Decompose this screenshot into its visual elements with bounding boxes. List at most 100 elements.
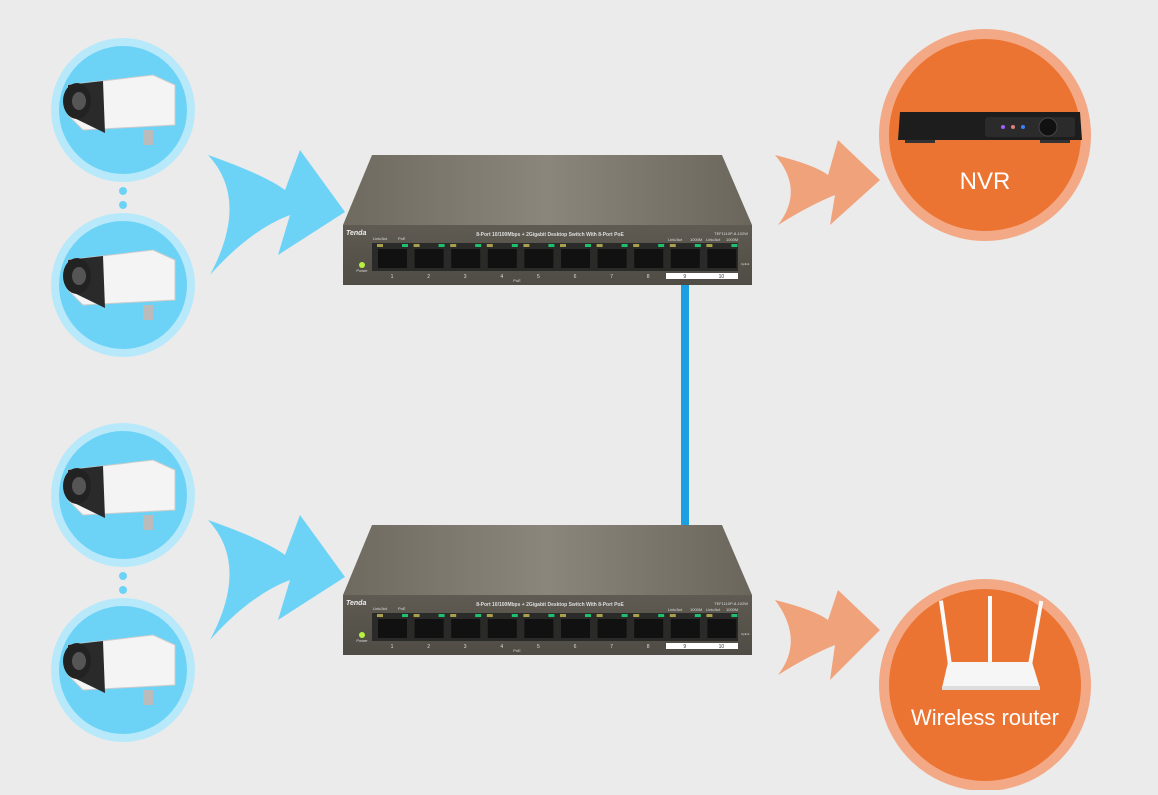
link-act-label: Link/Act <box>668 237 683 242</box>
link-led <box>413 244 420 247</box>
ethernet-port <box>378 249 407 268</box>
ethernet-port <box>597 249 627 268</box>
port-number: 4 <box>500 644 503 650</box>
link-led <box>633 614 640 617</box>
link-led <box>377 614 383 617</box>
port-number: 9 <box>683 644 686 650</box>
router-device-icon <box>938 596 1044 690</box>
status-led <box>658 614 665 617</box>
port-number: 5 <box>537 274 540 280</box>
link-led <box>560 614 566 617</box>
ethernet-port <box>561 249 590 268</box>
ethernet-port <box>414 619 444 638</box>
ethernet-port <box>634 619 664 638</box>
arrow-right-icon <box>208 150 345 275</box>
uplink-label: Uplink <box>741 632 750 636</box>
poe-group-label: PoE <box>513 648 521 653</box>
link-act-label: Link/Act <box>373 606 388 611</box>
port-number: 2 <box>427 644 430 650</box>
port-number: 10 <box>719 274 725 280</box>
arrow-right-icon <box>208 515 345 640</box>
status-led <box>548 614 555 617</box>
gigabit-label-bar <box>666 643 738 649</box>
status-led <box>585 614 591 617</box>
switch-title: 8-Port 10/100Mbps + 2Gigabit Desktop Swi… <box>476 232 624 238</box>
port-number: 6 <box>574 274 577 280</box>
port-number: 6 <box>574 644 577 650</box>
port-number: 7 <box>610 644 613 650</box>
port-number: 2 <box>427 274 430 280</box>
ethernet-port <box>634 249 664 268</box>
model-label: TEF1110P-8-102W <box>714 231 748 236</box>
status-led <box>694 614 701 617</box>
port-number: 7 <box>610 274 613 280</box>
status-led <box>475 244 482 247</box>
link-act-label: Link/Act <box>706 237 721 242</box>
link-led <box>486 244 493 247</box>
link-led <box>523 614 530 617</box>
ethernet-port <box>487 249 517 268</box>
ethernet-port <box>524 619 554 638</box>
ethernet-port <box>707 249 737 268</box>
link-led <box>523 244 530 247</box>
nvr-device-icon <box>898 112 1082 143</box>
status-led <box>731 614 738 617</box>
link-act-label: Link/Act <box>373 236 388 241</box>
link-led <box>450 614 457 617</box>
status-led <box>731 244 738 247</box>
model-label: TEF1110P-8-102W <box>714 601 748 606</box>
port-number: 9 <box>683 274 686 280</box>
link-led <box>669 244 676 247</box>
poe-group-label: PoE <box>513 278 521 283</box>
link-act-label: Link/Act <box>706 607 721 612</box>
ethernet-port <box>487 619 517 638</box>
ethernet-port <box>414 249 444 268</box>
link-act-label: Link/Act <box>668 607 683 612</box>
uplink-cable <box>681 285 689 525</box>
link-led <box>377 244 383 247</box>
ethernet-port <box>524 249 554 268</box>
link-led <box>596 614 603 617</box>
speed-label: 1000M <box>726 607 738 612</box>
power-led <box>359 632 365 638</box>
port-number: 3 <box>464 274 467 280</box>
link-led <box>486 614 493 617</box>
poe-label: PoE <box>398 606 406 611</box>
port-number: 4 <box>500 274 503 280</box>
status-led <box>402 614 408 617</box>
ethernet-port <box>451 619 481 638</box>
poe-switch-top: Tenda 8-Port 10/100Mbps + 2Gigabit Deskto… <box>343 155 752 285</box>
link-led <box>596 244 603 247</box>
link-led <box>706 614 713 617</box>
speed-label: 1000M <box>690 607 702 612</box>
link-led <box>450 244 457 247</box>
link-led <box>669 614 676 617</box>
switch-top-face <box>343 525 752 595</box>
power-label: Power <box>356 268 368 273</box>
port-number: 1 <box>391 644 394 650</box>
switch-title: 8-Port 10/100Mbps + 2Gigabit Desktop Swi… <box>476 602 624 608</box>
arrow-right-icon <box>775 590 880 680</box>
ethernet-port <box>378 619 407 638</box>
status-led <box>694 244 701 247</box>
router-node <box>879 579 1091 791</box>
status-led <box>511 244 518 247</box>
status-led <box>621 244 628 247</box>
arrow-right-icon <box>775 140 880 225</box>
link-led <box>413 614 420 617</box>
poe-label: PoE <box>398 236 406 241</box>
port-number: 8 <box>647 274 650 280</box>
nvr-label: NVR <box>959 168 1011 195</box>
port-number: 8 <box>647 644 650 650</box>
brand-logo: Tenda <box>346 230 366 237</box>
port-number: 1 <box>391 274 394 280</box>
status-led <box>658 244 665 247</box>
port-number: 3 <box>464 644 467 650</box>
nvr-node <box>879 29 1091 241</box>
port-number: 5 <box>537 644 540 650</box>
camera-group-bottom <box>51 423 195 742</box>
status-led <box>511 614 518 617</box>
uplink-label: Uplink <box>741 262 750 266</box>
